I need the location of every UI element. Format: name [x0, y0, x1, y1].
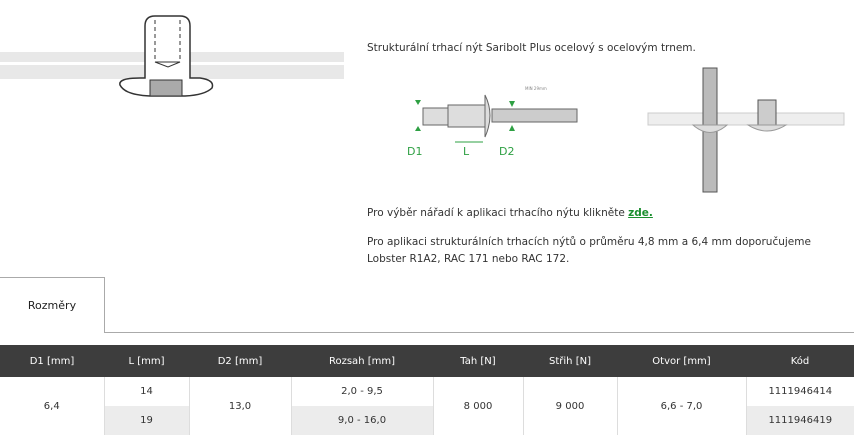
diagram-min-label: MIN 29mm	[525, 86, 547, 91]
tab-rozmery[interactable]: Rozměry	[0, 277, 105, 333]
tool-selection-text: Pro výběr nářadí k aplikaci trhacího nýt…	[367, 207, 653, 219]
header-otvor: Otvor [mm]	[617, 345, 746, 377]
table-header-row: D1 [mm] L [mm] D2 [mm] Rozsah [mm] Tah […	[0, 345, 854, 377]
diagram-d1-label: D1	[407, 145, 422, 158]
cell-otvor: 6,6 - 7,0	[616, 377, 746, 435]
header-rozsah: Rozsah [mm]	[291, 345, 433, 377]
header-tah: Tah [N]	[433, 345, 523, 377]
diagram-d2-label: D2	[499, 145, 514, 158]
header-l: L [mm]	[104, 345, 189, 377]
dimensions-table: D1 [mm] L [mm] D2 [mm] Rozsah [mm] Tah […	[0, 345, 854, 435]
cell-kod[interactable]: 1111946419	[745, 406, 854, 435]
rivet-installed-illustration	[0, 15, 344, 97]
header-kod: Kód	[746, 345, 854, 377]
table-row: 6,4 14 13,0 2,0 - 9,5 8 000 9 000 6,6 - …	[0, 377, 854, 435]
cell-d1: 6,4	[43, 400, 60, 412]
cell-l: 19	[103, 406, 189, 435]
cell-rozsah: 2,0 - 9,5	[290, 377, 433, 406]
header-d1: D1 [mm]	[0, 345, 104, 377]
product-description: Strukturální trhací nýt Saribolt Plus oc…	[367, 42, 696, 54]
diagram-l-label: L	[463, 145, 470, 158]
cell-kod[interactable]: 1111946414	[745, 377, 854, 406]
cell-rozsah: 9,0 - 16,0	[290, 406, 433, 435]
tool-link[interactable]: zde.	[628, 207, 653, 219]
cell-d2: 13,0	[188, 377, 291, 435]
cell-strih: 9 000	[522, 377, 617, 435]
cell-tah: 8 000	[432, 377, 523, 435]
rivet-setting-illustration	[647, 67, 845, 193]
recommendation-text: Pro aplikaci strukturálních trhacích nýt…	[367, 236, 811, 265]
rivet-dimension-diagram: MIN 29mm D1 L D2	[407, 86, 578, 158]
tool-text: Pro výběr nářadí k aplikaci trhacího nýt…	[367, 207, 629, 219]
tab-divider	[104, 332, 854, 333]
cell-l: 14	[103, 377, 189, 406]
table-row: 19 9,0 - 16,0 1111946419	[0, 406, 854, 435]
header-d2: D2 [mm]	[189, 345, 291, 377]
header-strih: Střih [N]	[523, 345, 617, 377]
